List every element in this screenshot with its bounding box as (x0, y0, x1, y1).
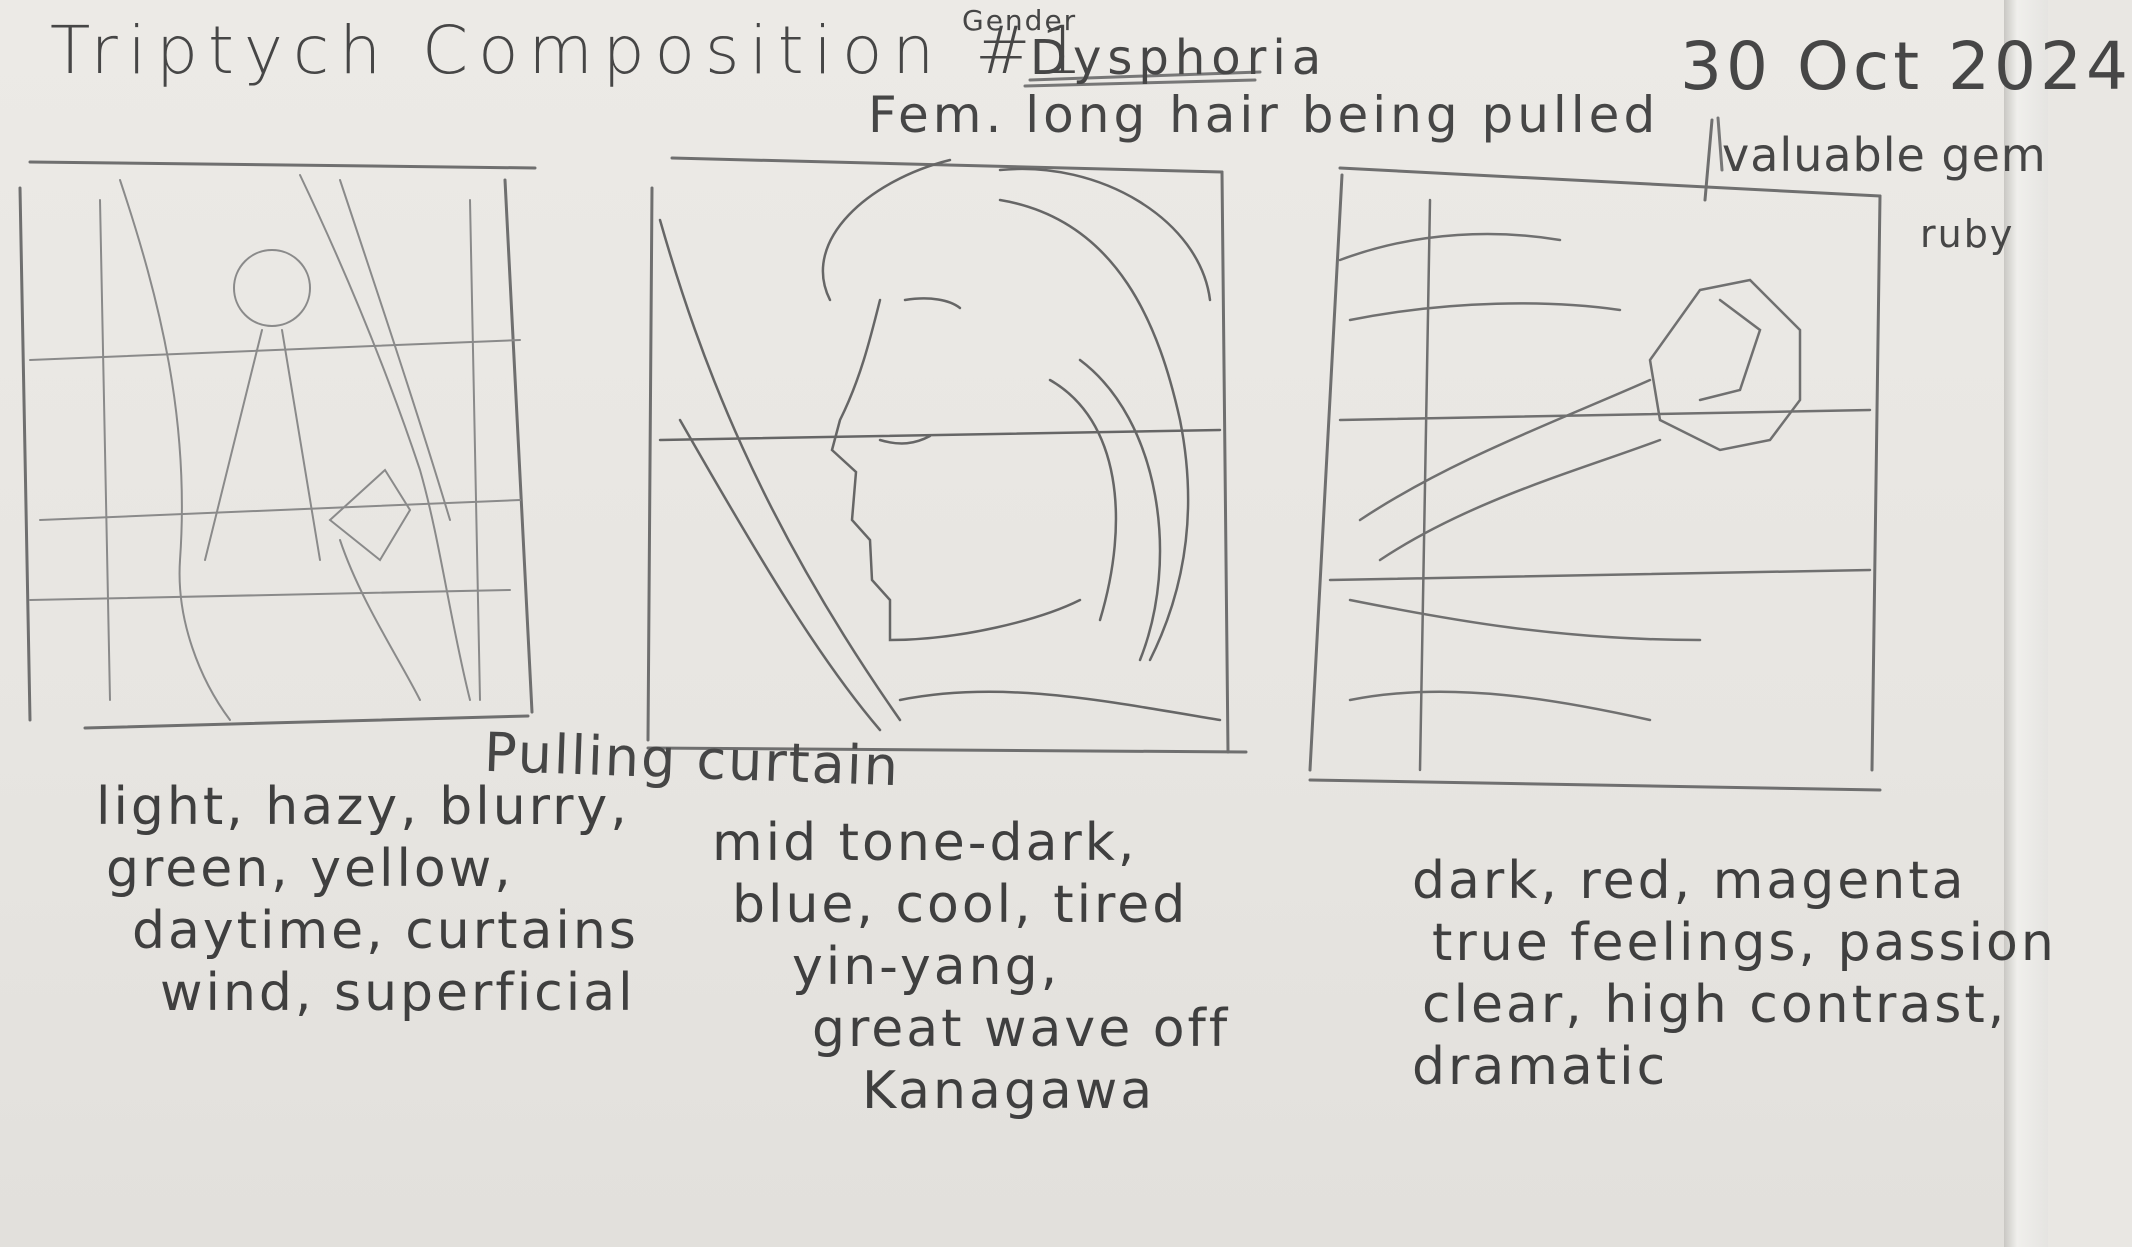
panel-3-notes: dark, red, magenta true feelings, passio… (1412, 850, 2057, 1098)
panel-2-note: yin-yang, (792, 937, 1061, 997)
annotation-strokes (1023, 70, 1724, 172)
annotation-dysphoria: Dysphoria (1030, 30, 1328, 86)
sketch-date: 30 Oct 2024 (1680, 28, 2132, 105)
annotation-gender: Gender (962, 4, 1078, 37)
panel-3-note: dark, red, magenta (1412, 851, 1967, 911)
panel-2-notes: mid tone-dark, blue, cool, tired yin-yan… (712, 812, 1230, 1122)
panel-1-note: daytime, curtains (132, 901, 639, 961)
annotation-hair: Fem. long hair being pulled (868, 86, 1660, 144)
panel-3-note: dramatic (1412, 1037, 1669, 1097)
panel-1-curtain-sketch (29, 174, 521, 721)
panel-1-note: green, yellow, (106, 839, 514, 899)
sketchbook-page (0, 0, 2010, 1247)
annotation-ruby: ruby (1920, 212, 2015, 256)
panel-1-frame (18, 160, 537, 730)
panel-2-frame (646, 156, 1248, 754)
sketchbook-spine (2004, 0, 2048, 1247)
panel-3-note: true feelings, passion (1432, 913, 2057, 973)
panel-2-note: mid tone-dark, (712, 813, 1138, 873)
panel-3-note: clear, high contrast, (1422, 975, 2008, 1035)
pencil-sketches (18, 70, 1882, 792)
panel-2-note: great wave off (812, 999, 1231, 1059)
sketch-title: Triptych Composition #1 (50, 12, 1093, 89)
panel-3-gem-sketch (1328, 198, 1872, 772)
panel-1-note: wind, superficial (160, 963, 636, 1023)
panel-3-frame (1308, 118, 1882, 792)
annotation-gem: valuable gem (1722, 128, 2047, 182)
panel-1-note: light, hazy, blurry, (96, 777, 630, 837)
panel-2-note: blue, cool, tired (732, 875, 1189, 935)
panel-2-note: Kanagawa (862, 1061, 1156, 1121)
panel-1-notes: light, hazy, blurry, green, yellow, dayt… (96, 776, 639, 1024)
panel-2-face-sketch (658, 158, 1222, 732)
